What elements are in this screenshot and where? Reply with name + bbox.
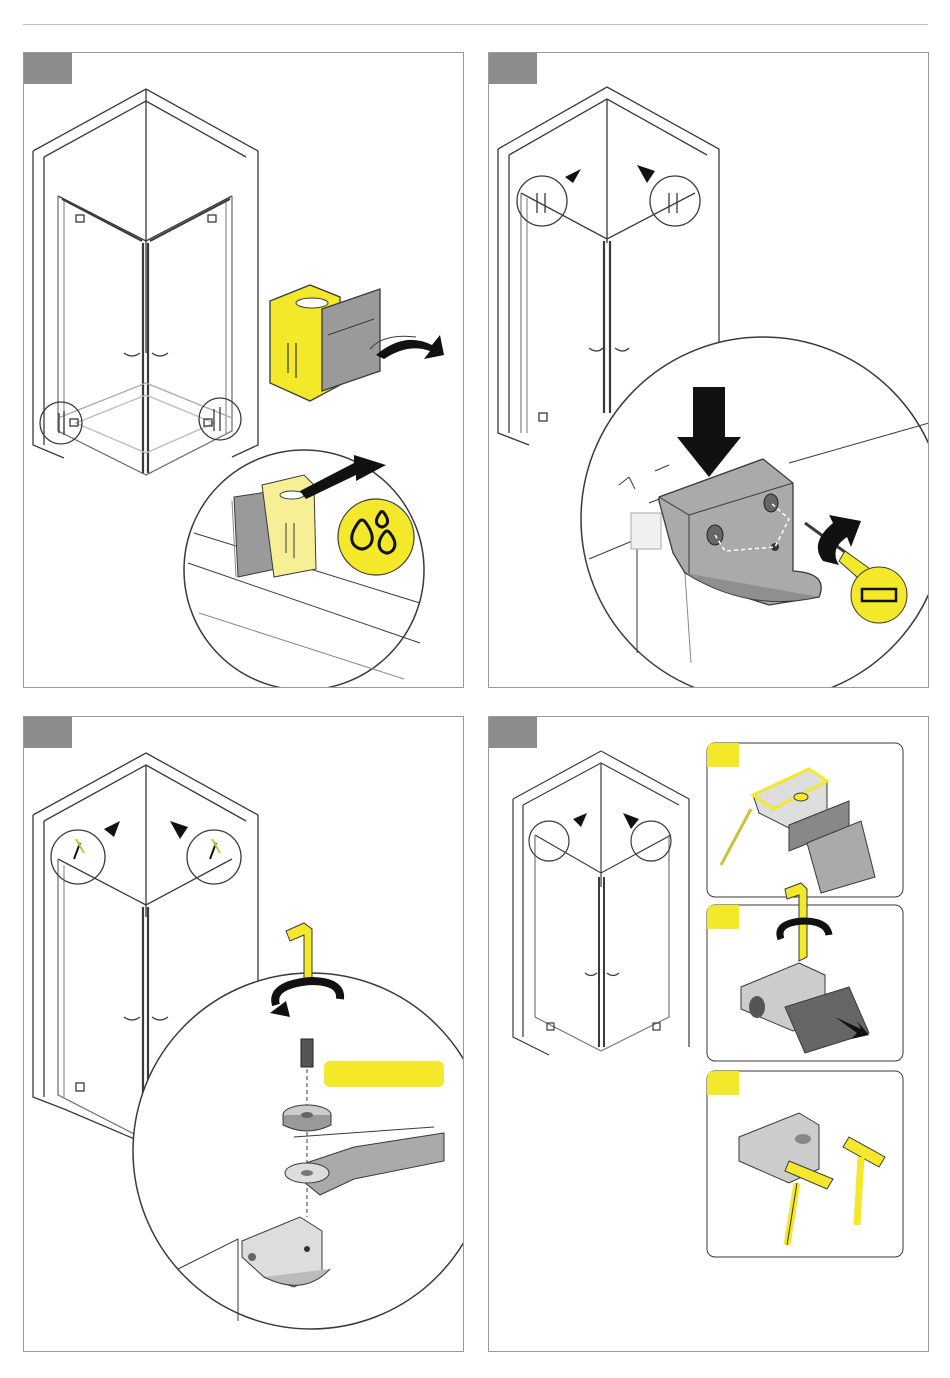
pointer-arrow-icon [565,169,581,183]
zoom-detail-circle [133,923,463,1329]
sub-step-b [707,883,903,1061]
pointer-arrow-icon [573,813,587,827]
illustration-hex-key-bolt [24,717,463,1351]
seal-packet [270,285,416,401]
flat-screwdriver-symbol-icon [851,567,907,623]
illustration-removal-sequence [489,717,928,1351]
header-rule [23,24,928,25]
sub-step-a [707,743,903,897]
illustration-wall-bracket [489,53,928,687]
pointer-arrow-icon [170,821,188,839]
illustration-seal-strip [24,53,463,687]
sub-step-c [707,1071,903,1257]
highlight-label [324,1061,444,1087]
pointer-arrow-icon [637,165,655,183]
pointer-arrow-icon [104,821,120,837]
water-drops-icon [338,499,414,575]
step-panel-3 [23,716,464,1352]
step-panel-4 [488,716,929,1352]
step-panel-2 [488,52,929,688]
step-panel-1 [23,52,464,688]
zoom-detail-circle [581,337,928,687]
